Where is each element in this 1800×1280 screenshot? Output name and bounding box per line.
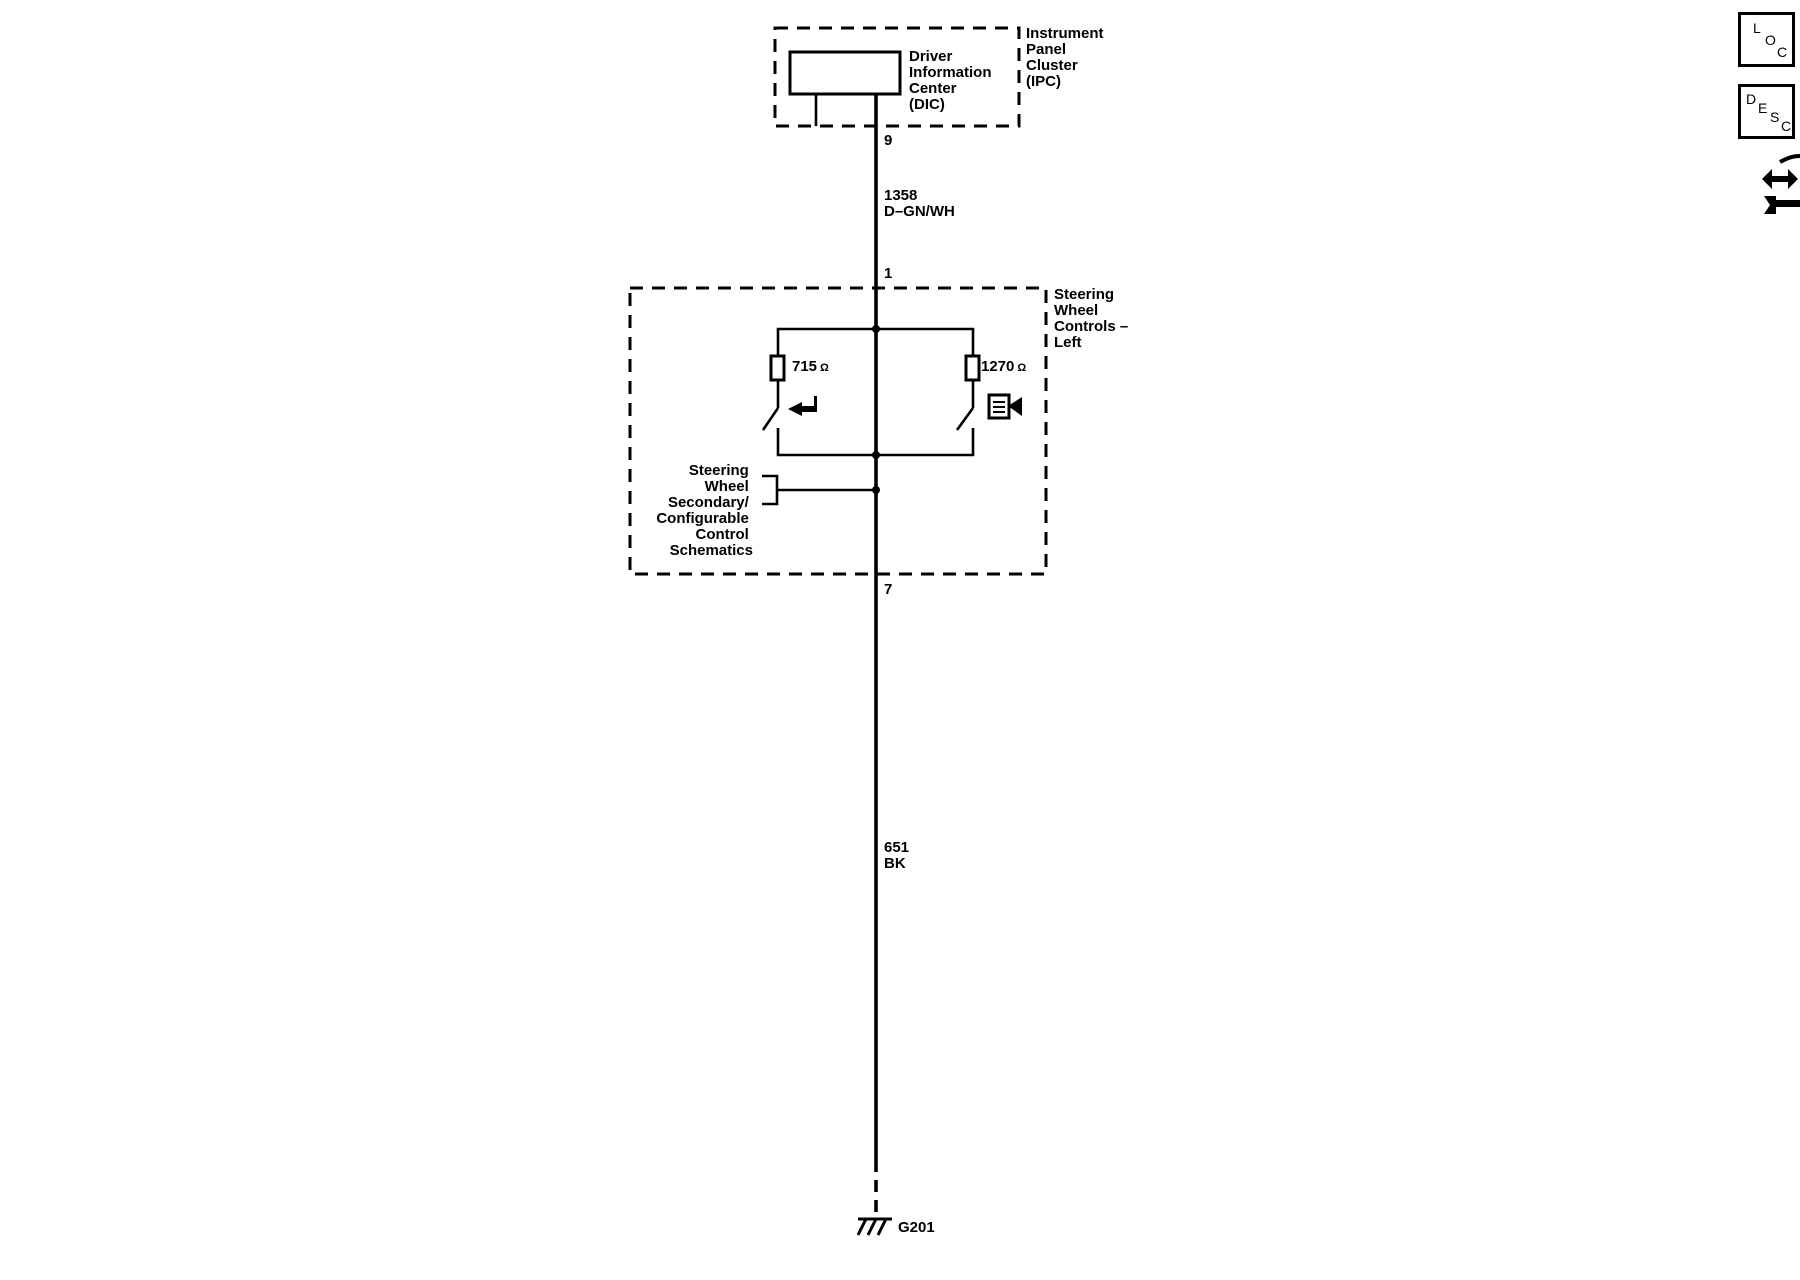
return-arrow-icon <box>788 396 817 416</box>
crossref-label: Steering Wheel Secondary/ Configurable C… <box>656 462 753 559</box>
dic-module <box>788 50 902 96</box>
left-switch-blade <box>761 407 780 431</box>
wire-1358-color: D–GN/WH <box>884 203 955 220</box>
wire-651-color: BK <box>884 855 906 872</box>
dic-label: Driver Information Center (DIC) <box>909 48 996 113</box>
swc-boundary <box>628 286 1048 576</box>
diagnostic-button[interactable] <box>1762 152 1800 220</box>
junction-dot-top <box>872 325 880 333</box>
resistor-1270 <box>964 354 981 382</box>
swc-pin-7: 7 <box>884 581 892 598</box>
ipc-pin-9: 9 <box>884 132 892 149</box>
loc-letter-l: L <box>1753 20 1761 36</box>
resistor-715 <box>769 354 786 382</box>
loc-letter-o: O <box>1765 32 1776 48</box>
crossref-bracket <box>762 474 779 506</box>
ipc-label: Instrument Panel Cluster (IPC) <box>1026 25 1108 90</box>
junction-dot-bottom <box>872 451 880 459</box>
loc-button[interactable]: L O C <box>1738 12 1795 67</box>
desc-letter-s: S <box>1770 109 1780 125</box>
desc-letter-c: C <box>1781 118 1792 134</box>
ground-symbol-icon <box>856 1217 892 1236</box>
wire-1358-circuit: 1358 <box>884 187 917 204</box>
ipc-boundary <box>773 26 1021 128</box>
ground-label: G201 <box>898 1219 935 1236</box>
wire-651-circuit: 651 <box>884 839 909 856</box>
menu-select-icon <box>987 393 1022 420</box>
loc-letter-c: C <box>1777 44 1788 60</box>
swc-label: Steering Wheel Controls – Left <box>1054 286 1132 351</box>
desc-letter-e: E <box>1758 100 1768 116</box>
right-switch-blade <box>955 407 975 431</box>
desc-button[interactable]: D E S C <box>1738 84 1795 139</box>
swc-pin-1: 1 <box>884 265 892 282</box>
connector-wrench-icon <box>1762 154 1800 214</box>
desc-letter-d: D <box>1746 91 1757 107</box>
